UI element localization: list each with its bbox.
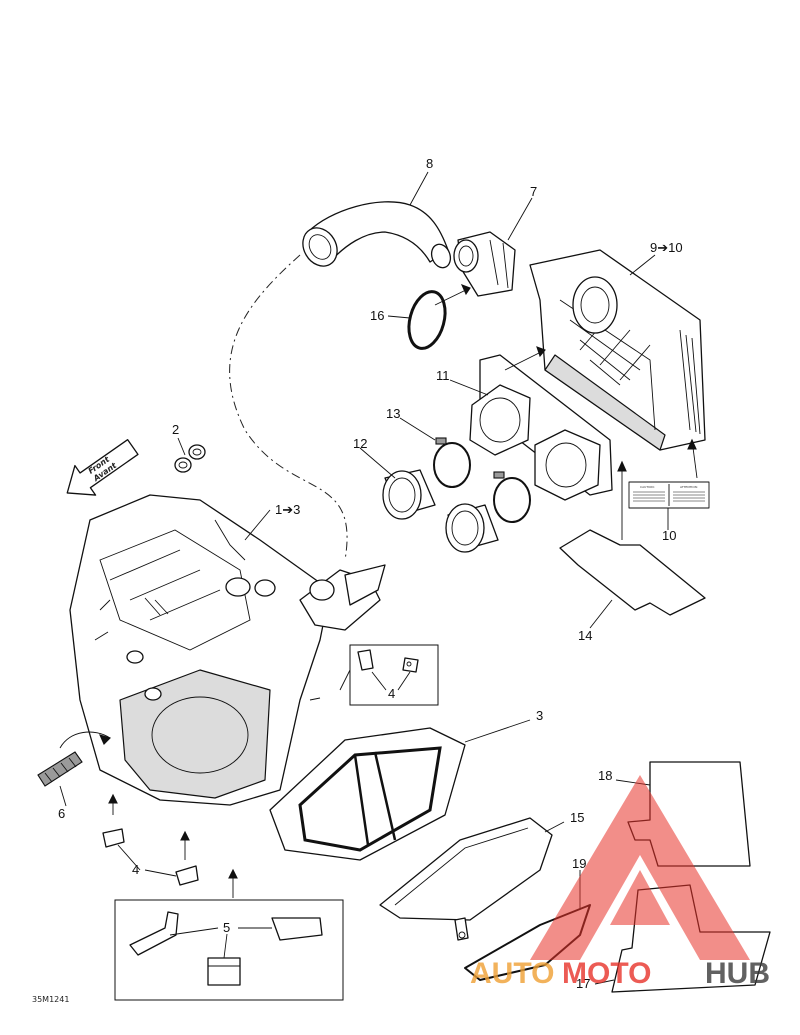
callout-10: 10 (662, 528, 676, 543)
callout-9-10: 9➔10 (650, 240, 683, 255)
watermark-auto: AUTO (470, 957, 554, 990)
part-14-filter-pad (559, 529, 706, 616)
callout-14: 14 (578, 628, 592, 643)
watermark-hub: HUB (705, 957, 770, 990)
part-11-intake-plate (469, 354, 613, 501)
callout-12: 12 (353, 436, 367, 451)
part-2-grommets (174, 444, 206, 473)
callout-numbers: 8 7 9➔10 16 11 13 12 2 1➔3 10 14 4 3 6 1… (58, 156, 683, 991)
callout-16: 16 (370, 308, 384, 323)
routing-dash-line (229, 254, 348, 561)
callout-4-loose: 4 (132, 862, 139, 877)
part-10-label-sticker: CAUTION: ATTENTION: (628, 481, 710, 509)
callout-2: 2 (172, 422, 179, 437)
watermark-logo (530, 775, 750, 960)
part-3-filter-frame (269, 727, 466, 861)
watermark-moto: MOTO (562, 957, 651, 990)
part-16-o-ring (407, 290, 447, 350)
part-4-clips-box (349, 644, 439, 706)
part-12-couplings (382, 469, 499, 553)
callout-18: 18 (598, 768, 612, 783)
part-13-clamps (433, 437, 531, 523)
callout-19: 19 (572, 856, 586, 871)
part-5-clamps (129, 911, 323, 986)
callout-15: 15 (570, 810, 584, 825)
callout-7: 7 (530, 184, 537, 199)
part-5-clamps-box (114, 899, 344, 1001)
watermark-triangle-inner (610, 870, 670, 925)
callout-6: 6 (58, 806, 65, 821)
part-6-drain-strip (37, 751, 83, 787)
sticker-caution-text: CAUTION: (640, 485, 655, 489)
sticker-attention-text: ATTENTION: (680, 485, 698, 489)
part-15-filter-element (379, 817, 553, 941)
part-4-clips-in-box (357, 649, 419, 673)
callout-4-box: 4 (388, 686, 395, 701)
part-9-10-airbox-cover (529, 249, 706, 451)
drawing-code: 35M1241 (32, 995, 69, 1004)
part-8-intake-hose (302, 201, 452, 269)
watermark-triangle-outer (530, 775, 750, 960)
part-4-clips-loose (102, 828, 199, 886)
callout-3: 3 (536, 708, 543, 723)
watermark-text: AUTO MOTO HUB (470, 957, 770, 990)
callout-8: 8 (426, 156, 433, 171)
callout-17: 17 (576, 976, 590, 991)
front-direction-arrow: Front Avant (66, 439, 139, 496)
leader-lines (59, 171, 669, 985)
assembly-arrows (59, 284, 698, 898)
callout-5: 5 (223, 920, 230, 935)
part-1-3-airbox-body (69, 494, 386, 806)
callout-1-3: 1➔3 (275, 502, 300, 517)
part-7-adapter (453, 231, 516, 297)
callout-11: 11 (436, 368, 450, 383)
callout-13: 13 (386, 406, 400, 421)
